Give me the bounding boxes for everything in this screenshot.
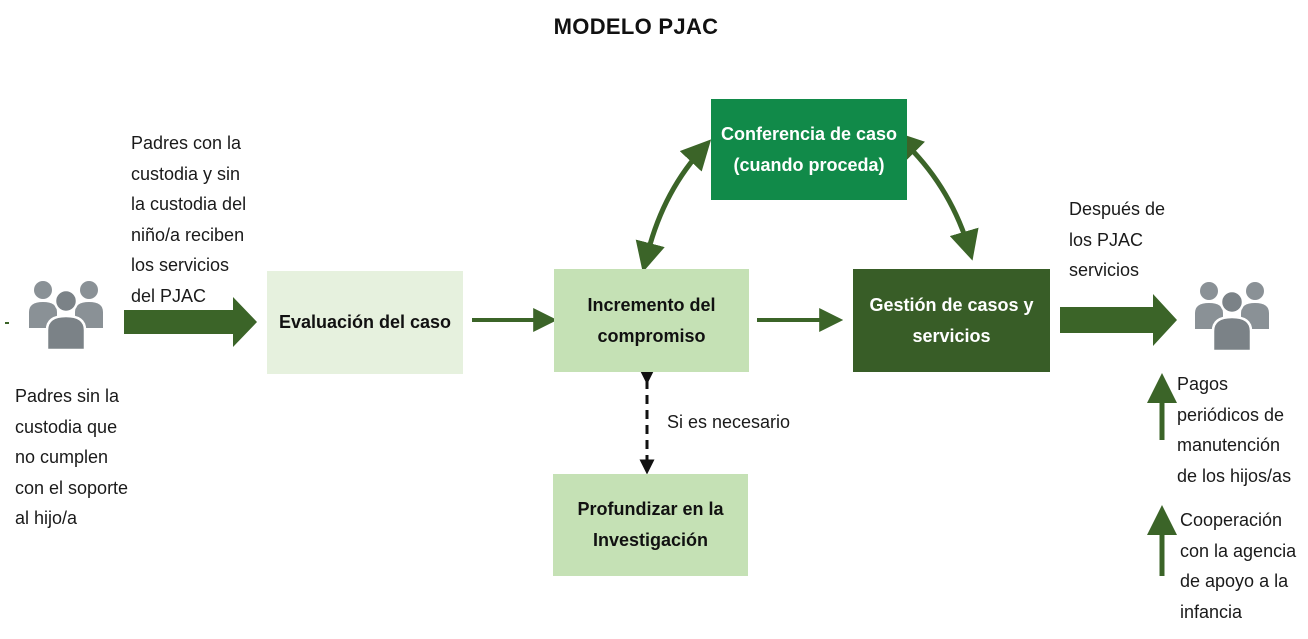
text-line: Cooperación	[1180, 510, 1283, 530]
agency-cooperation-text: Cooperación con la agencia de apoyo a la…	[1180, 505, 1296, 627]
text-line: Pagos	[1177, 374, 1229, 394]
investigation-box: Profundizar en la Investigación	[553, 474, 748, 576]
text-line: de apoyo a la	[1180, 571, 1289, 591]
text-line: Padres con la	[131, 133, 242, 153]
box-label: Conferencia de caso	[720, 123, 898, 144]
box-label: Profundizar en la	[577, 499, 724, 519]
noncustodial-parents-text: Padres sin la custodia que no cumplen co…	[15, 381, 128, 534]
text-line: Padres sin la	[15, 386, 120, 406]
engagement-box: Incremento del compromiso	[554, 269, 749, 372]
text-line: los servicios	[131, 255, 230, 275]
text-line: infancia	[1180, 601, 1243, 622]
if-needed-label: Si es necesario	[667, 412, 791, 432]
text-line: con la agencia	[1180, 540, 1297, 561]
people-group-icon	[1195, 282, 1269, 353]
support-payments-text: Pagos periódicos de manutención de los h…	[1177, 369, 1291, 491]
custody-parents-text: Padres con la custodia y sin la custodia…	[131, 128, 246, 311]
box-label: servicios	[912, 325, 991, 346]
management-box: Gestión de casos y servicios	[853, 269, 1050, 372]
text-line: no cumplen	[15, 447, 109, 467]
text-line: Después de	[1069, 199, 1166, 219]
text-line: custodia y sin	[131, 163, 241, 184]
box-label: Gestión de casos y	[869, 294, 1034, 315]
diagram-title: MODELO PJAC	[553, 14, 719, 39]
text-line: del PJAC	[131, 285, 207, 306]
box-label: (cuando proceda)	[733, 154, 885, 175]
text-line: de los hijos/as	[1177, 465, 1292, 486]
text-line: con el soporte	[15, 477, 129, 498]
box-label: Incremento del	[587, 294, 716, 315]
box-label: compromiso	[597, 325, 706, 346]
box-label: Evaluación del caso	[278, 312, 452, 332]
text-line: niño/a reciben	[131, 224, 245, 245]
text-line: al hijo/a	[15, 508, 78, 528]
box-label: Investigación	[592, 530, 709, 550]
text-line: manutención	[1177, 435, 1281, 455]
text-line: custodia que	[15, 416, 118, 437]
big-arrow-right	[1060, 294, 1177, 346]
text-line: servicios	[1069, 260, 1140, 280]
big-arrow-left	[124, 297, 257, 347]
after-services-text: Después de los PJAC servicios	[1069, 194, 1165, 286]
conference-box: Conferencia de caso (cuando proceda)	[711, 99, 907, 200]
evaluation-box: Evaluación del caso	[267, 271, 463, 374]
text-line: la custodia del	[131, 194, 247, 214]
people-group-icon	[29, 281, 103, 352]
curve-arrow-engagement-conference	[635, 139, 712, 273]
curve-arrow-conference-management	[893, 131, 979, 261]
text-line: periódicos de	[1177, 404, 1285, 425]
text-line: los PJAC	[1069, 229, 1144, 250]
